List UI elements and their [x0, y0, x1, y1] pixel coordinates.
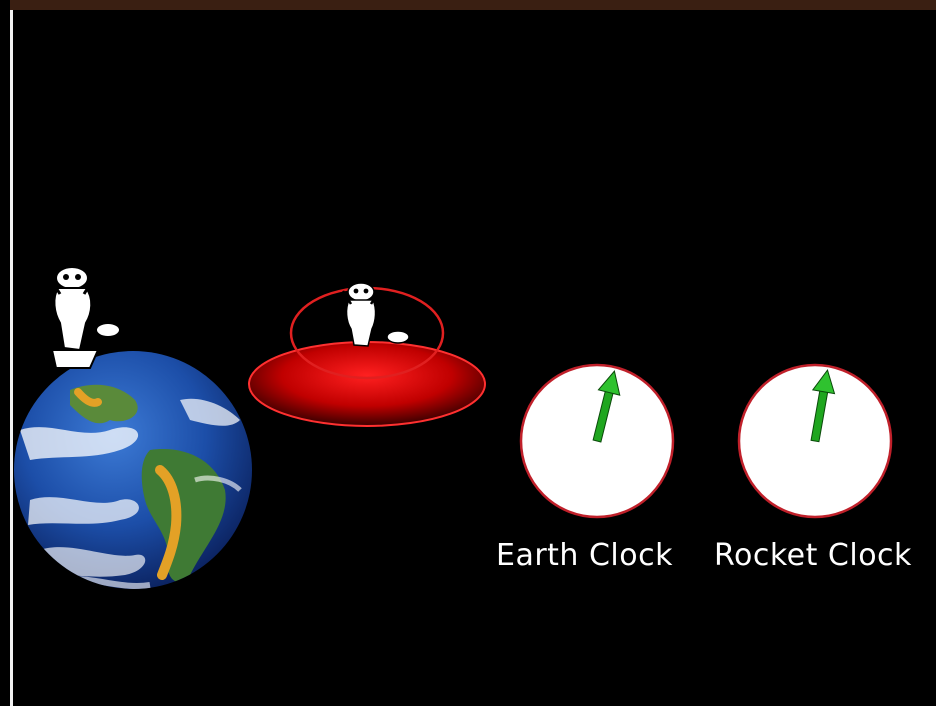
earth-globe-icon [14, 351, 252, 589]
rocket-clock [739, 365, 891, 517]
earth-clock [521, 365, 673, 517]
rocket-clock-label: Rocket Clock [714, 538, 912, 573]
astronaut-figure-icon [50, 267, 120, 368]
earth-clock-label: Earth Clock [496, 538, 673, 573]
